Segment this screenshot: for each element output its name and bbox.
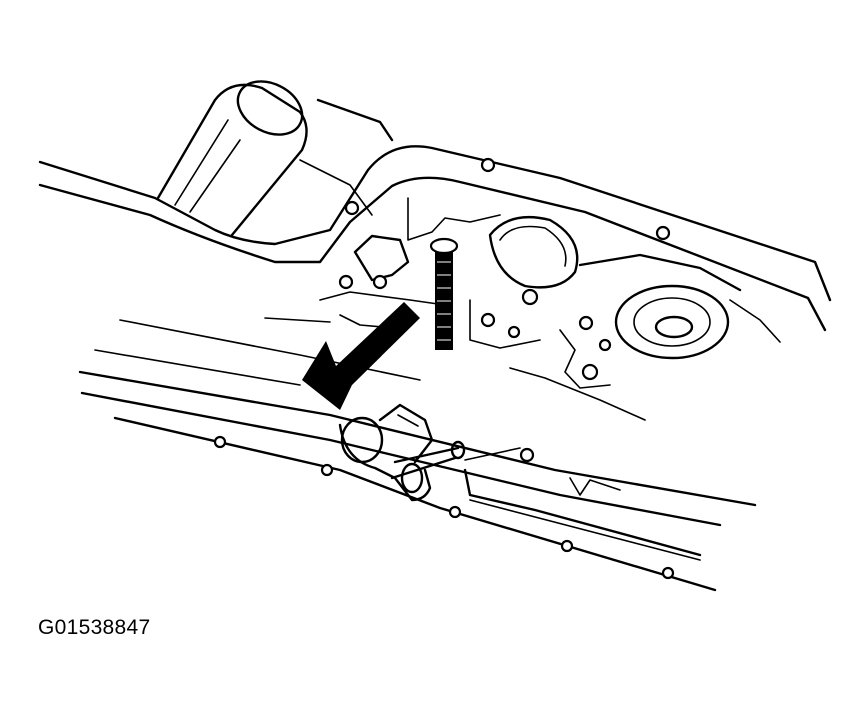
pan-outline: [38, 145, 832, 332]
pointer-arrow: [302, 302, 420, 410]
filler-tube: [156, 80, 394, 237]
valve-body: [264, 197, 781, 421]
spring-component: [429, 237, 459, 350]
lower-case: [78, 319, 757, 592]
figure-id-label: G01538847: [38, 616, 151, 639]
bracket-linkage: [338, 403, 466, 502]
